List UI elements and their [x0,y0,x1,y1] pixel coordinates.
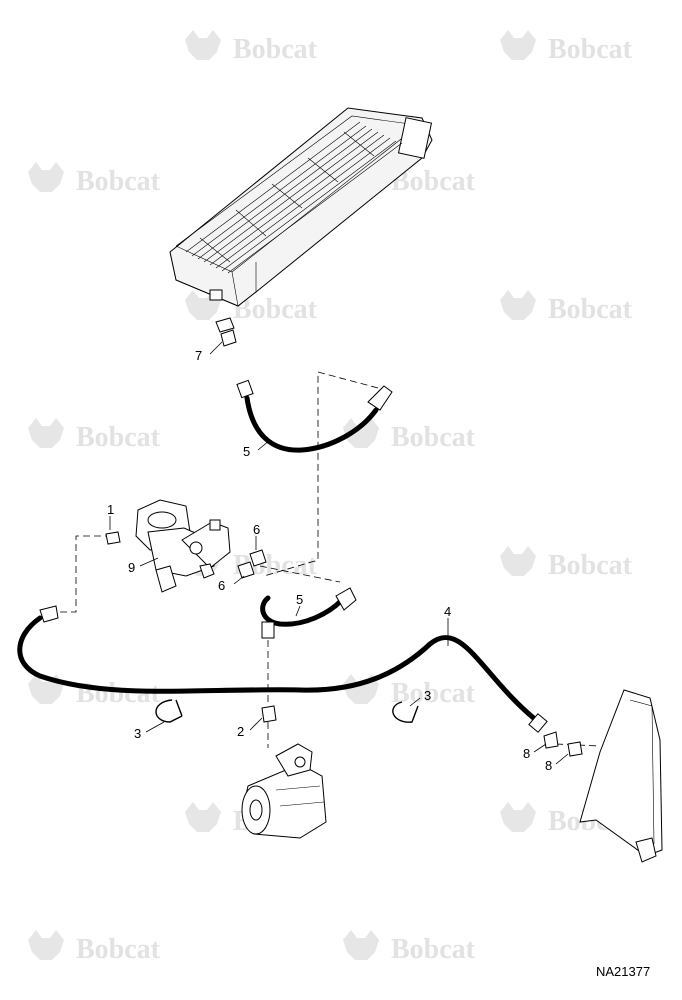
watermark-tile: Bobcat [28,930,161,965]
watermark-text: Bobcat [391,678,476,709]
callout-1: 1 [107,502,114,517]
cooler-fins [185,121,403,274]
watermark-tile: Bobcat [185,30,318,65]
callout-8-lower: 8 [545,758,552,773]
watermark-tile: Bobcat [500,290,633,325]
bobcat-head-logo-icon [343,418,379,448]
bobcat-head-logo-icon [185,30,221,60]
pump-valve-assembly [135,499,231,593]
callout-labels: 7 5 1 9 6 6 5 4 3 3 2 8 8 [107,348,552,773]
clamp-3-right [392,701,419,723]
callout-9: 9 [128,560,135,575]
watermark-tile: Bobcat [28,162,161,197]
callout-6-upper: 6 [253,522,260,537]
bobcat-head-logo-icon [28,418,64,448]
watermark-tile: Bobcat [28,418,161,453]
hose-5-upper [236,379,393,453]
fitting-6-upper [249,549,267,567]
hose-5-lower [260,587,357,639]
watermark-text: Bobcat [76,422,161,453]
hose-4-long [17,605,548,733]
bobcat-head-logo-icon [500,802,536,832]
watermark-text: Bobcat [391,934,476,965]
callout-6-lower: 6 [218,578,225,593]
clamp-3-left [155,699,183,723]
fitting-8-lower [567,741,583,757]
watermark-text: Bobcat [233,34,318,65]
watermark-text: Bobcat [548,550,633,581]
leader-lines [109,341,569,765]
fitting-8-upper [543,731,559,749]
watermark-tile: Bobcat [500,30,633,65]
callout-3-left: 3 [134,726,141,741]
bobcat-head-logo-icon [500,290,536,320]
bobcat-head-logo-icon [185,802,221,832]
fitting-7 [215,317,237,347]
bobcat-head-logo-icon [343,930,379,960]
bobcat-head-logo-icon [500,546,536,576]
fitting-1 [105,531,121,545]
bobcat-head-logo-icon [28,930,64,960]
watermark-tile: Bobcat [343,418,476,453]
callout-8-upper: 8 [523,746,530,761]
fitting-6-lower [237,561,255,579]
callout-3-right: 3 [424,688,431,703]
watermark-text: Bobcat [548,34,633,65]
callout-7: 7 [195,348,202,363]
callout-4: 4 [444,604,451,619]
watermark-tile: Bobcat [343,674,476,709]
figure-id: NA21377 [596,964,650,979]
watermark-text: Bobcat [76,934,161,965]
watermark-text: Bobcat [391,422,476,453]
watermark-text: Bobcat [76,166,161,197]
fitting-2 [261,705,277,723]
side-panel [579,689,663,863]
callout-5-upper: 5 [243,444,250,459]
callout-2: 2 [237,724,244,739]
watermark-tile: Bobcat [500,546,633,581]
callout-5-lower: 5 [296,592,303,607]
watermark-tile: Bobcat [343,930,476,965]
oil-cooler [169,107,433,307]
bobcat-head-logo-icon [28,162,64,192]
bobcat-head-logo-icon [500,30,536,60]
main-pump [241,743,327,839]
cooler-port [209,289,223,301]
watermark-text: Bobcat [548,294,633,325]
